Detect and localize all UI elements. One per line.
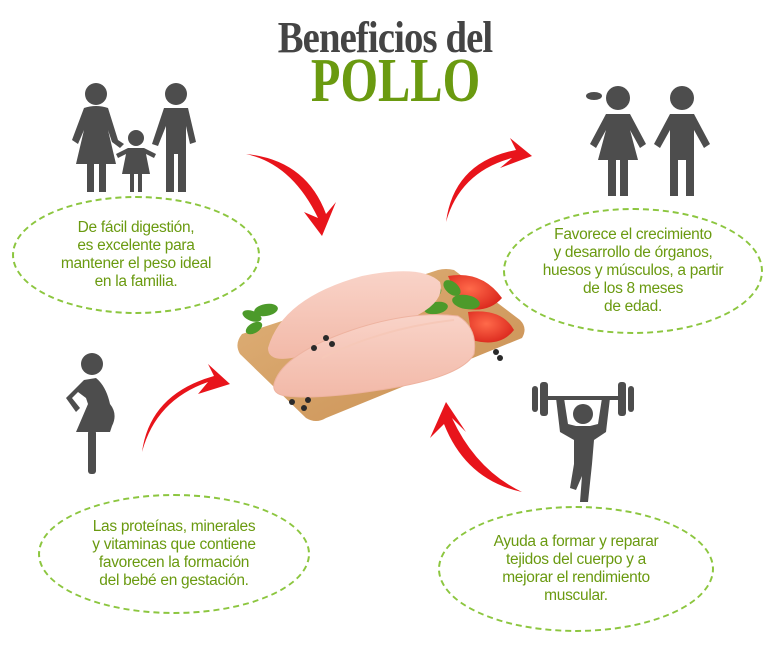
title-line2: POLLO [310, 47, 481, 115]
children-icon [586, 84, 714, 198]
arrow-bottom-right-icon [426, 400, 526, 495]
title-line1: Beneficios del [277, 13, 493, 62]
benefit-bubble-muscle: Ayuda a formar y reparar tejidos del cue… [438, 506, 714, 632]
chicken-breast-image [232, 258, 532, 428]
benefit-bubble-growth: Favorece el crecimiento y desarrollo de … [503, 208, 763, 334]
benefit-bubble-pregnancy: Las proteínas, minerales y vitaminas que… [38, 494, 310, 614]
benefit-text: Ayuda a formar y reparar tejidos del cue… [493, 533, 659, 604]
benefit-bubble-digestion: De fácil digestión, es excelente para ma… [12, 196, 260, 314]
arrow-bottom-left-icon [138, 360, 233, 455]
benefit-text: Las proteínas, minerales y vitaminas que… [92, 518, 256, 589]
pregnant-woman-icon [66, 352, 122, 478]
benefit-text: De fácil digestión, es excelente para ma… [60, 219, 212, 290]
arrow-top-right-icon [440, 136, 540, 226]
weightlifter-icon [530, 380, 636, 506]
benefit-text: Favorece el crecimiento y desarrollo de … [542, 226, 724, 315]
family-icon [70, 82, 202, 194]
arrow-top-left-icon [242, 150, 342, 240]
